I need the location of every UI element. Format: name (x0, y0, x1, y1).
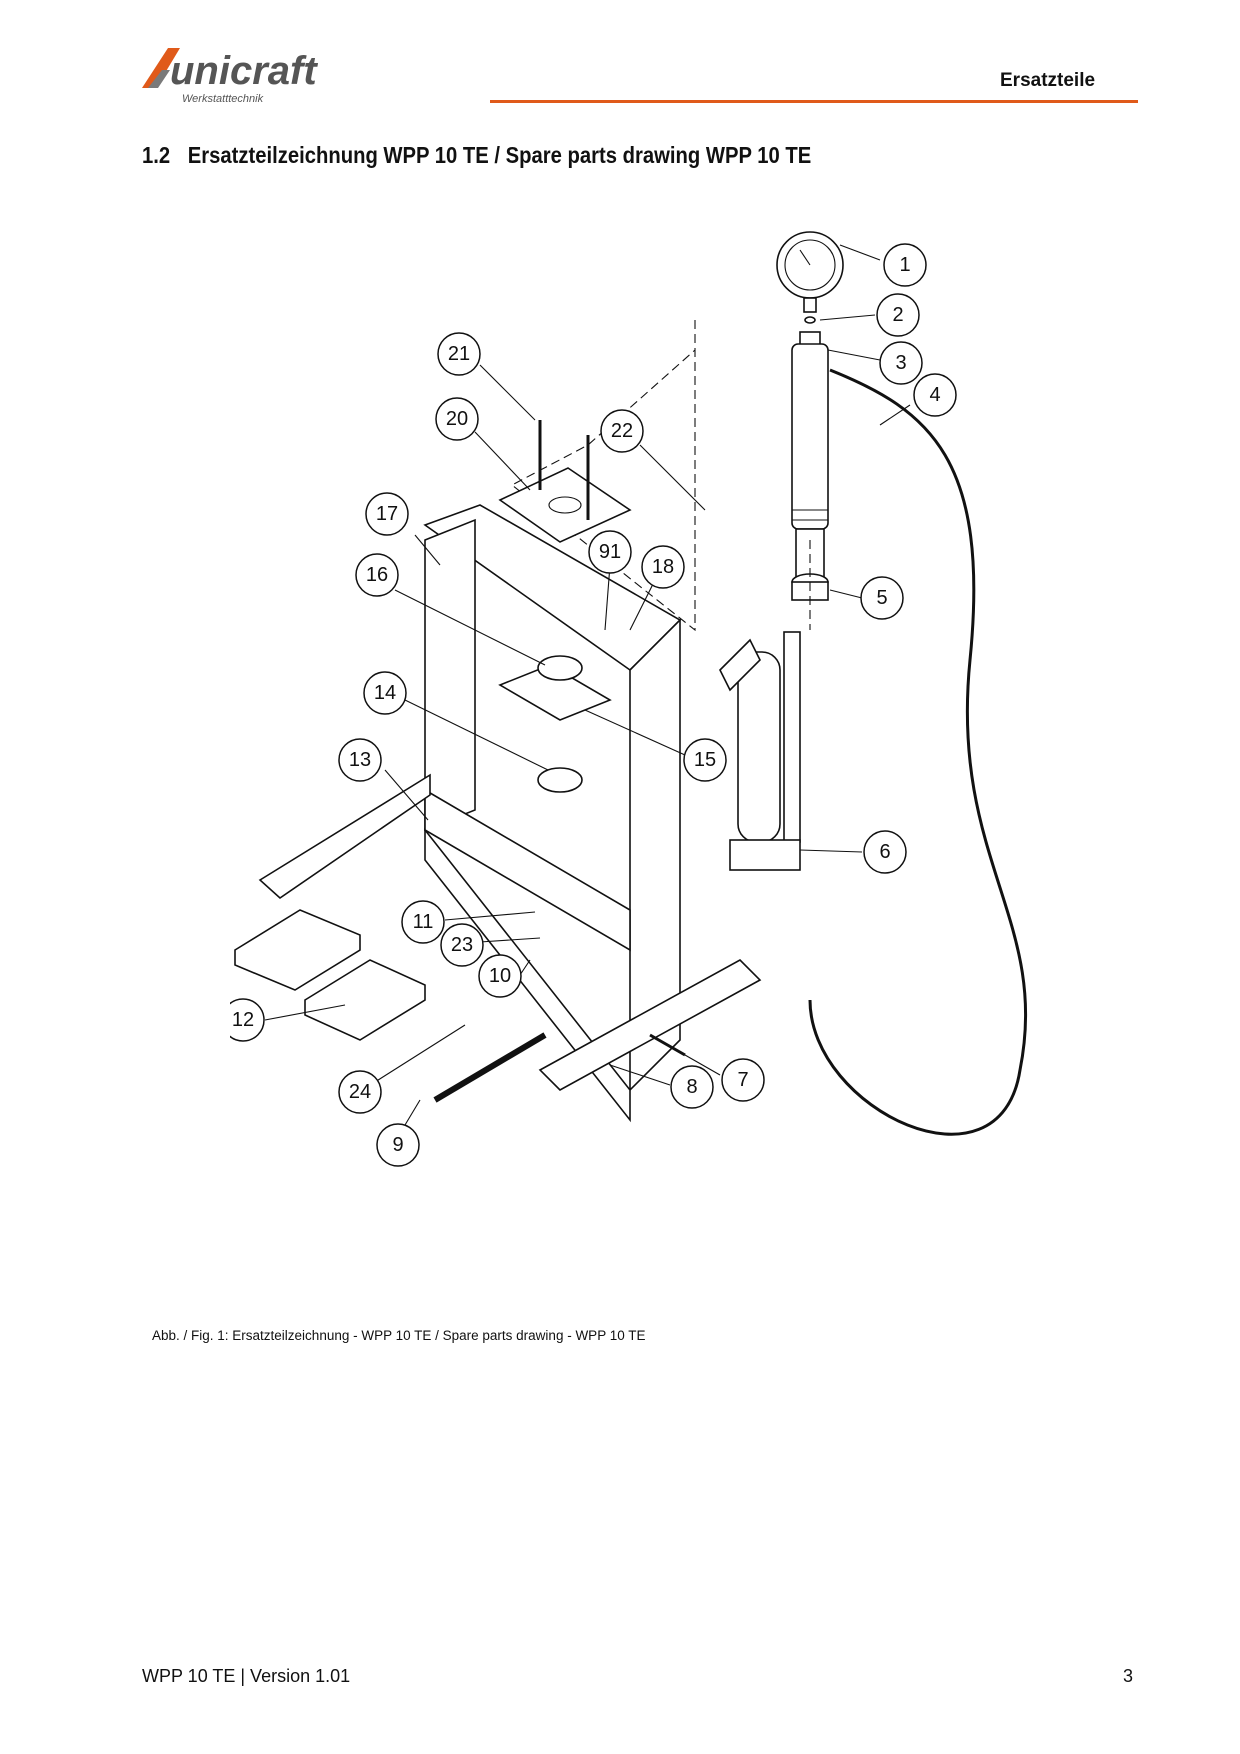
base-rail-right (538, 959, 762, 1091)
svg-text:14: 14 (374, 682, 396, 704)
callout-20: 20 (435, 397, 479, 441)
hydraulic-cylinder (791, 331, 829, 590)
svg-text:5: 5 (876, 587, 887, 609)
footer-version: WPP 10 TE | Version 1.01 (142, 1666, 351, 1686)
callout-14: 14 (363, 671, 407, 715)
pin (433, 1032, 547, 1103)
svg-text:22: 22 (611, 420, 633, 442)
unicraft-logo: unicraft Werkstatttechnik (142, 48, 318, 105)
section-number: 1.2 (142, 142, 171, 168)
brand-subtitle: Werkstatttechnik (182, 93, 264, 105)
callout-16: 16 (355, 553, 399, 597)
callout-13: 13 (338, 738, 382, 782)
callout-22: 22 (600, 409, 644, 453)
svg-text:24: 24 (349, 1081, 371, 1103)
svg-text:10: 10 (489, 965, 511, 987)
pressure-gauge (776, 231, 844, 313)
svg-text:18: 18 (652, 556, 674, 578)
svg-text:9: 9 (392, 1134, 403, 1156)
brand-wordmark: unicraft (170, 49, 318, 93)
callout-4: 4 (913, 373, 957, 417)
washer (804, 316, 816, 324)
callout-8: 8 (670, 1065, 714, 1109)
svg-text:8: 8 (686, 1076, 697, 1098)
callout-2: 2 (876, 293, 920, 337)
svg-text:7: 7 (737, 1069, 748, 1091)
svg-text:20: 20 (446, 408, 468, 430)
press-block-a (234, 909, 361, 991)
callout-5: 5 (860, 576, 904, 620)
svg-text:17: 17 (376, 503, 398, 525)
callout-9: 9 (376, 1123, 420, 1167)
svg-text:15: 15 (694, 749, 716, 771)
callout-11: 11 (401, 900, 445, 944)
callout-21: 21 (437, 332, 481, 376)
callout-12: 12 (230, 998, 265, 1042)
svg-text:21: 21 (448, 343, 470, 365)
spare-parts-drawing: 1 2 3 4 5 6 7 8 9 10 11 12 13 14 15 16 1… (230, 231, 1028, 1167)
svg-text:1: 1 (899, 254, 910, 276)
svg-text:16: 16 (366, 564, 388, 586)
section-label: Ersatzteile (1000, 70, 1096, 91)
hand-pump (719, 631, 801, 871)
svg-text:12: 12 (232, 1009, 254, 1031)
bolt (649, 1033, 686, 1057)
svg-text:23: 23 (451, 934, 473, 956)
callout-23: 23 (440, 923, 484, 967)
press-frame (423, 504, 682, 1123)
svg-text:91: 91 (599, 541, 621, 563)
svg-text:3: 3 (895, 352, 906, 374)
svg-text:6: 6 (879, 841, 890, 863)
callout-91: 91 (588, 530, 632, 574)
section-title: Ersatzteilzeichnung WPP 10 TE / Spare pa… (187, 142, 812, 168)
page-number: 3 (1123, 1666, 1134, 1686)
top-plate (498, 467, 632, 543)
callout-15: 15 (683, 738, 727, 782)
press-block-b (304, 959, 426, 1041)
callout-6: 6 (863, 830, 907, 874)
svg-text:2: 2 (892, 304, 903, 326)
callout-3: 3 (879, 341, 923, 385)
header-rule (490, 100, 1138, 103)
callout-10: 10 (478, 954, 522, 998)
callout-18: 18 (641, 545, 685, 589)
base-rail-left (258, 773, 431, 900)
callout-24: 24 (338, 1070, 382, 1114)
svg-text:4: 4 (929, 384, 940, 406)
callout-1: 1 (883, 243, 927, 287)
section-heading: 1.2 Ersatzteilzeichnung WPP 10 TE / Spare… (142, 142, 811, 169)
svg-text:13: 13 (349, 749, 371, 771)
callout-17: 17 (365, 492, 409, 536)
callout-7: 7 (721, 1058, 765, 1102)
svg-text:11: 11 (413, 911, 434, 933)
figure-caption: Abb. / Fig. 1: Ersatzteilzeichnung - WPP… (152, 1328, 646, 1343)
hydraulic-hose (808, 368, 1028, 1136)
